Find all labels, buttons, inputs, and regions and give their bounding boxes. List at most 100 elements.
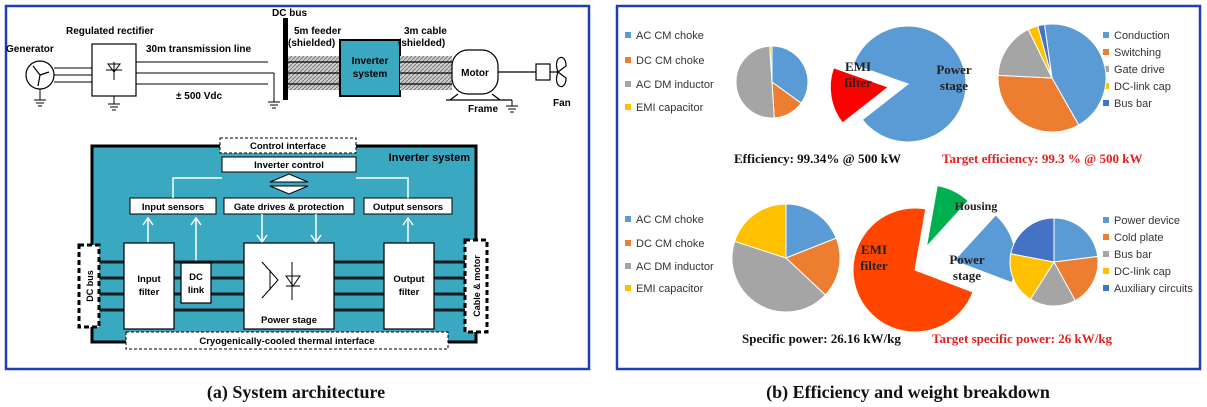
switch-icon xyxy=(261,261,279,299)
emi-filter-weight-label-2: filter xyxy=(860,258,888,273)
legend-weight-power-stage: Power device Cold plate Bus bar DC-link … xyxy=(1103,215,1193,295)
power-stage-slice-label-2: stage xyxy=(940,78,968,93)
legend-item: Cold plate xyxy=(1114,232,1164,244)
emi-filter-slice-label-2: filter xyxy=(844,75,872,90)
dc-link-label-2: link xyxy=(188,285,205,296)
caption-a: (a) System architecture xyxy=(207,382,385,403)
thermal-interface-label: Cryogenically-cooled thermal interface xyxy=(199,336,374,347)
panel-b-breakdown: AC CM choke DC CM choke AC DM inductor E… xyxy=(615,4,1202,371)
dc-link-label-1: DC xyxy=(189,272,203,283)
dc-bus-side-label: DC bus xyxy=(85,270,95,302)
legend-item: Power device xyxy=(1114,215,1180,227)
legend-item: Auxiliary circuits xyxy=(1114,283,1193,295)
legend-item: AC CM choke xyxy=(636,214,704,226)
caption-b: (b) Efficiency and weight breakdown xyxy=(766,382,1050,403)
legend-swatch xyxy=(1103,268,1109,274)
output-filter-box xyxy=(383,242,435,330)
power-stage-slice-label-1: Power xyxy=(936,62,972,77)
legend-weight-emi: AC CM choke DC CM choke AC DM inductor E… xyxy=(625,214,714,295)
top-system-diagram: Generator Regulated rectifier 30m transm… xyxy=(6,8,571,115)
legend-swatch xyxy=(1103,251,1109,257)
legend-loss-emi: AC CM choke DC CM choke AC DM inductor E… xyxy=(625,30,714,114)
pie-slice-auxiliary-circuits xyxy=(1010,217,1055,263)
ground-icon xyxy=(268,101,280,109)
diode-icon xyxy=(285,262,301,300)
pie-slice-dc-cm-choke xyxy=(785,237,841,296)
pie-slice-power-stage xyxy=(852,25,967,143)
coupling-box xyxy=(535,63,551,81)
gate-down-arrow-right xyxy=(310,214,322,244)
legend-item: Conduction xyxy=(1114,30,1170,42)
legend-swatch xyxy=(1103,49,1109,55)
frame-label: Frame xyxy=(468,104,498,115)
cable-motor-side-label: Cable & motor xyxy=(472,255,482,317)
inverter-system-block xyxy=(339,39,401,97)
pie-slice-ac-cm-choke xyxy=(771,45,809,104)
pie-slice-emi-filter xyxy=(852,207,974,333)
input-filter-box xyxy=(123,242,175,330)
target-specific-power-text: Target specific power: 26 kW/kg xyxy=(932,331,1113,346)
legend-swatch xyxy=(1103,217,1109,223)
fan-icon xyxy=(556,56,567,88)
target-efficiency-text: Target efficiency: 99.3 % @ 500 kW xyxy=(942,151,1142,166)
gate-down-arrow-left xyxy=(256,214,268,244)
pie-slice-power-device xyxy=(1053,217,1099,263)
control-gate-double-arrow xyxy=(269,173,309,195)
panel-a-system-architecture: Generator Regulated rectifier 30m transm… xyxy=(4,4,591,371)
pie-loss-emi-filter xyxy=(735,45,809,119)
pie-weight-emi-filter xyxy=(731,203,841,313)
pie-slice-bus-bar xyxy=(1029,261,1076,307)
legend-item: AC CM choke xyxy=(636,30,704,42)
output-filter-up-arrow xyxy=(402,216,414,242)
cable-motor-terminal xyxy=(463,238,489,334)
pie-slice-ac-cm-choke xyxy=(785,203,837,259)
legend-swatch xyxy=(625,216,631,222)
exploded-slice-labels: EMI filter Power stage EMI filter Housin… xyxy=(844,59,997,283)
legend-swatch xyxy=(1103,32,1109,38)
ground-icon xyxy=(506,105,518,113)
pie-weight-total xyxy=(852,185,1017,333)
cable-label-1: 3m cable xyxy=(404,26,447,37)
dc-link-box xyxy=(180,262,212,304)
output-filter-label-2: filter xyxy=(399,287,420,298)
emi-filter-slice-label-1: EMI xyxy=(845,59,871,74)
pie-slice-gate-drive xyxy=(997,28,1053,79)
output-sensors-label: Output sensors xyxy=(373,202,443,213)
inverter-control-box xyxy=(221,156,357,173)
generator-label: Generator xyxy=(6,44,54,55)
pie-loss-power-stage xyxy=(997,23,1107,133)
legend-swatch xyxy=(1103,66,1109,72)
pie-weight-power-stage xyxy=(1009,217,1099,307)
thermal-interface-box xyxy=(125,331,449,350)
power-stage-label: Power stage xyxy=(261,315,317,326)
legend-swatch xyxy=(625,32,631,38)
pie-slice-emi-filter xyxy=(829,67,890,124)
legend-item: EMI capacitor xyxy=(636,102,704,114)
pie-slice-bus-bar xyxy=(1037,23,1053,79)
pie-slice-ac-dm-inductor xyxy=(731,240,827,313)
legend-swatch xyxy=(625,263,631,269)
output-filter-label-1: Output xyxy=(393,274,425,285)
inverter-system-title: Inverter system xyxy=(389,152,471,164)
fan-label: Fan xyxy=(553,98,571,109)
legend-swatch xyxy=(1103,234,1109,240)
input-filter-label-2: filter xyxy=(139,287,160,298)
legend-item: Switching xyxy=(1114,47,1161,59)
motor-frame xyxy=(446,93,512,101)
specific-power-text: Specific power: 26.16 kW/kg xyxy=(742,331,901,346)
input-sensors-label: Input sensors xyxy=(142,202,204,213)
inverter-control-label: Inverter control xyxy=(254,160,324,171)
input-sensor-feedback-line xyxy=(172,177,222,198)
legend-item: DC-link cap xyxy=(1114,266,1171,278)
transmission-line-label: 30m transmission line xyxy=(146,44,251,55)
pie-slice-emi-capacitor xyxy=(734,203,787,259)
legend-item: DC-link cap xyxy=(1114,81,1171,93)
gate-drives-label: Gate drives & protection xyxy=(234,202,345,213)
motor-label: Motor xyxy=(461,68,489,79)
legend-swatch xyxy=(625,240,631,246)
emi-filter-weight-label-1: EMI xyxy=(861,242,887,257)
pie-slice-emi-capacitor xyxy=(769,45,773,83)
control-interface-label: Control interface xyxy=(250,141,326,152)
dc-link-up-arrow xyxy=(190,216,202,262)
feeder-label-1: 5m feeder xyxy=(294,26,341,37)
